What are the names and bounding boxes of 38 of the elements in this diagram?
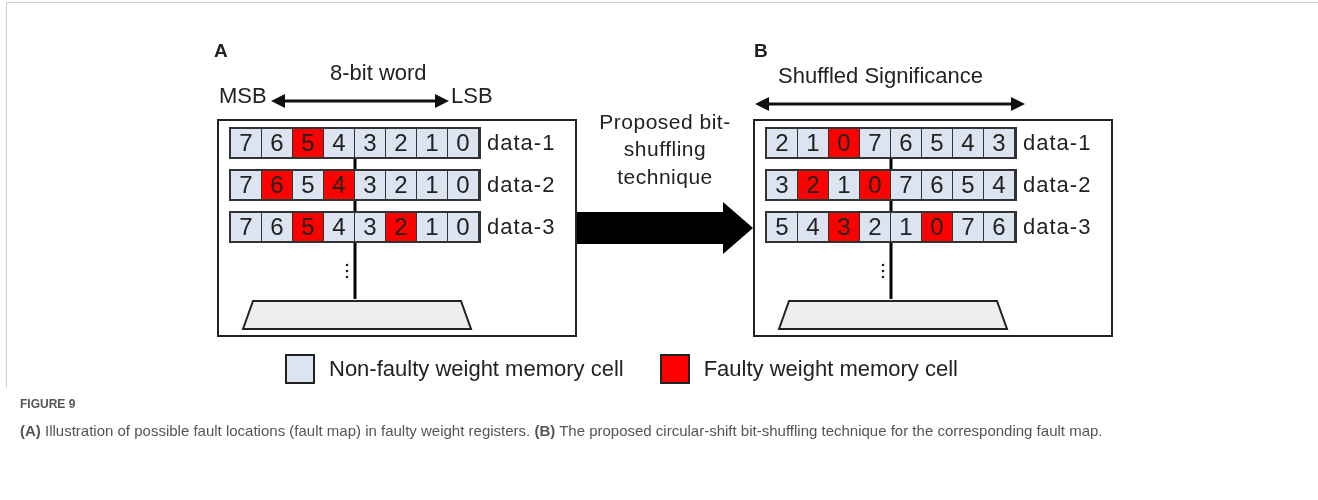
bus-line bbox=[889, 243, 893, 299]
bit-cell: 2 bbox=[798, 171, 829, 199]
axis-label: LSB bbox=[451, 83, 493, 109]
bit-cell: 5 bbox=[293, 213, 324, 241]
bit-cell: 2 bbox=[386, 213, 417, 241]
edge-label: Proposed bit-shuffling technique bbox=[598, 109, 732, 190]
bit-cell: 4 bbox=[324, 171, 355, 199]
bit-cell: 6 bbox=[262, 171, 293, 199]
bit-cell: 0 bbox=[829, 129, 860, 157]
row-label: data-3 bbox=[1023, 214, 1092, 240]
row-label: data-1 bbox=[487, 130, 556, 156]
block-arrow bbox=[577, 202, 753, 254]
memory-panel bbox=[753, 119, 1113, 337]
legend-label: Non-faulty weight memory cell bbox=[329, 356, 624, 382]
bit-cell: 0 bbox=[860, 171, 891, 199]
axis-label: Shuffled Significance bbox=[778, 63, 984, 89]
legend-label: Faulty weight memory cell bbox=[703, 356, 958, 382]
row-label: data-2 bbox=[1023, 172, 1092, 198]
figure-number: FIGURE 9 bbox=[20, 397, 76, 411]
row-label: data-3 bbox=[487, 214, 556, 240]
axis-label: MSB bbox=[219, 83, 267, 109]
bus-line bbox=[889, 159, 893, 169]
panel-letter: A bbox=[214, 40, 228, 62]
bus-line bbox=[889, 201, 893, 211]
bus-line bbox=[353, 159, 357, 169]
panel-letter: B bbox=[754, 40, 768, 62]
bit-cell: 5 bbox=[293, 129, 324, 157]
bit-cell: 3 bbox=[829, 213, 860, 241]
memory-panel bbox=[217, 119, 577, 337]
trapezoid-shape bbox=[777, 299, 1009, 331]
bit-cell: 0 bbox=[922, 213, 953, 241]
row-label: data-1 bbox=[1023, 130, 1092, 156]
trapezoid-shape bbox=[241, 299, 473, 331]
row-label: data-2 bbox=[487, 172, 556, 198]
bus-line bbox=[353, 201, 357, 211]
axis-label: 8-bit word bbox=[330, 60, 427, 86]
figure-caption: (A) Illustration of possible fault locations (fault map) in faulty weight registers. (B) The proposed circular-shift bit-shuffling technique for the corresponding fault map. bbox=[20, 421, 1104, 441]
bus-line bbox=[353, 243, 357, 299]
